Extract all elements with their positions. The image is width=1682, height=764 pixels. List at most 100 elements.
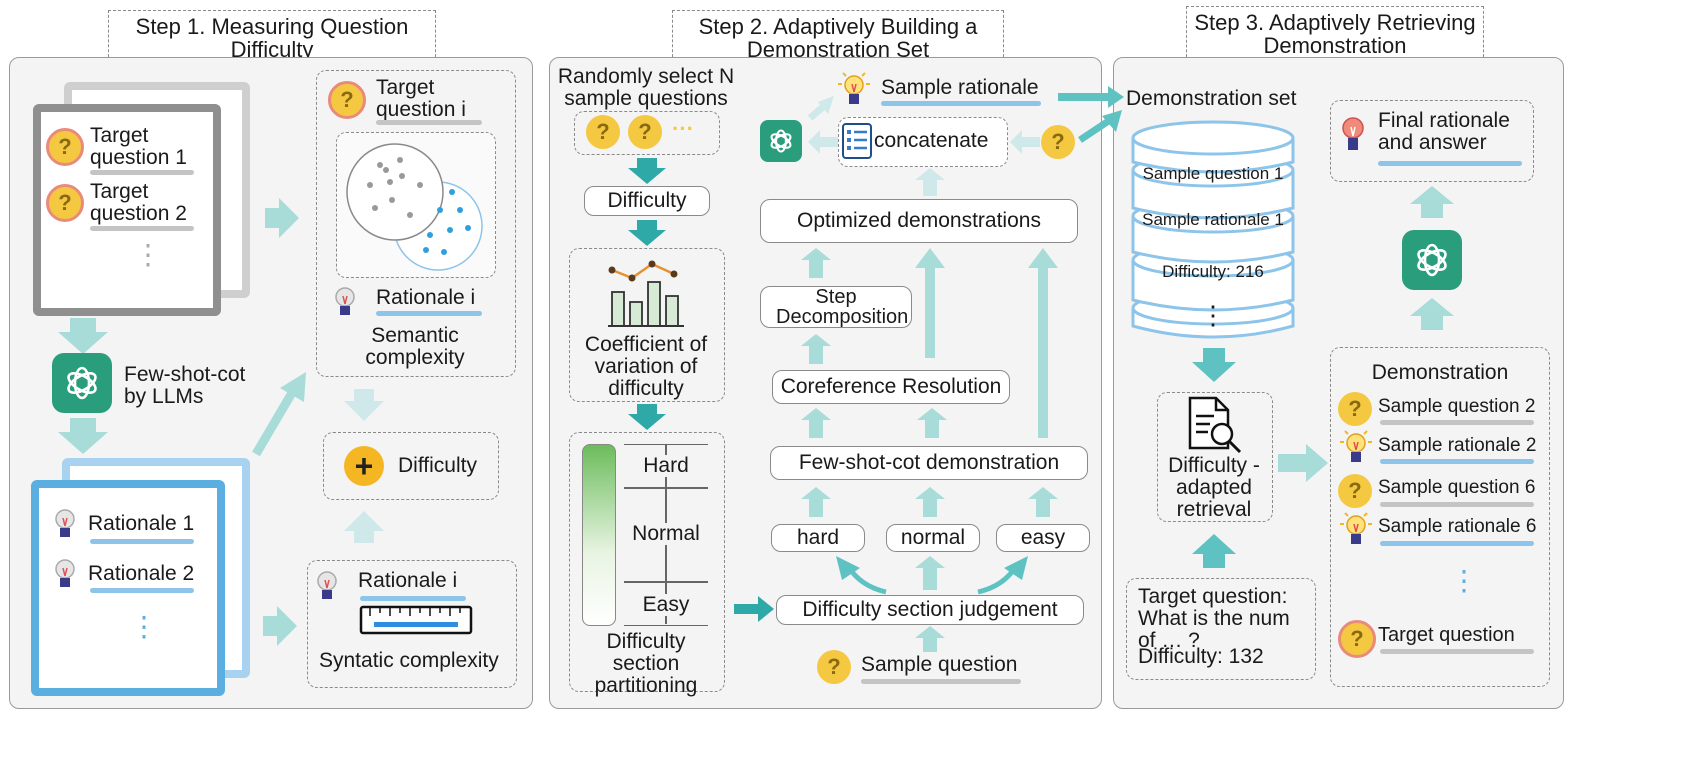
question-icon: ?: [328, 81, 366, 119]
lightbulb-icon: [1340, 512, 1372, 544]
up-arrow-icon: [915, 168, 945, 196]
target-question-1: Target question 1: [90, 124, 187, 169]
demo-sample-rationale-2: Sample rationale 2: [1378, 435, 1537, 456]
target-question-i: Target question i: [376, 76, 466, 121]
chart-icon: [608, 260, 684, 327]
demo-sample-question-6: Sample question 6: [1378, 477, 1536, 498]
lightbulb-icon: [335, 287, 355, 315]
question-icon: ?: [628, 115, 662, 149]
ruler-icon: [359, 605, 473, 635]
down-arrow-icon: [628, 158, 666, 184]
easy-label: Easy: [624, 594, 708, 616]
left-arrow-icon: [1010, 130, 1040, 154]
concatenate-label: concatenate: [874, 129, 989, 152]
up-arrow-icon: [801, 248, 831, 278]
lightbulb-icon: [55, 559, 75, 587]
difficulty-label: Difficulty: [398, 454, 477, 477]
down-arrow-icon: [628, 404, 666, 430]
right-arrow-icon: [734, 596, 774, 622]
coref-box: Coreference Resolution: [772, 370, 1010, 404]
db-sample-rationale-1: Sample rationale 1: [1142, 210, 1284, 229]
up-arrow-icon: [344, 511, 384, 543]
demo-target-question: Target question: [1378, 624, 1515, 646]
target-question-2: Target question 2: [90, 180, 187, 225]
right-arrow-icon: [263, 606, 297, 646]
ellipsis-dots: ⋮: [134, 239, 162, 270]
db-ellipsis: ⋮: [1200, 300, 1226, 330]
step-decomposition-box: Step Decomposition: [760, 286, 912, 328]
difficulty-gradient-bar: [582, 444, 616, 626]
blue-bar: [376, 311, 482, 316]
chatgpt-logo-icon: [52, 353, 112, 413]
target-question-box: [1126, 578, 1316, 680]
left-arrow-icon: [808, 130, 838, 154]
gray-bar: [376, 120, 482, 125]
up-arrow-icon: [1410, 186, 1454, 218]
judgement-box: Difficulty section judgement: [776, 595, 1084, 625]
lightbulb-icon: [317, 571, 337, 599]
question-icon: ?: [586, 115, 620, 149]
diagonal-arrow-icon: [807, 96, 834, 121]
demo-sample-question-2: Sample question 2: [1378, 396, 1536, 417]
list-icon: [842, 123, 872, 159]
final-rationale-label: Final rationale and answer: [1378, 109, 1510, 154]
blue-bar: [90, 588, 194, 593]
up-arrow-icon: [801, 334, 831, 364]
db-sample-question-1: Sample question 1: [1142, 164, 1284, 183]
blue-bar: [90, 539, 194, 544]
demo-ellipsis: ⋮: [1450, 565, 1478, 596]
target-question-text: Target question: What is the num of … ?: [1138, 585, 1290, 652]
semantic-circles-icon: [346, 143, 483, 271]
gray-bar: [1380, 502, 1534, 507]
ellipsis-dots: ···: [672, 116, 694, 141]
right-arrow-icon: [265, 198, 299, 238]
blue-bar: [1380, 541, 1534, 546]
curved-arrow-icon: [836, 556, 887, 595]
cv-label: Coefficient of variation of difficulty: [584, 333, 708, 400]
normal-label: Normal: [624, 523, 708, 545]
gray-bar: [90, 170, 194, 175]
difficulty-box: Difficulty: [584, 186, 710, 216]
normal-box: normal: [886, 524, 980, 552]
demonstration-title: Demonstration: [1371, 361, 1509, 384]
question-icon: ?: [1041, 125, 1075, 159]
long-up-arrow-icon: [915, 248, 945, 358]
target-difficulty-text: Difficulty: 132: [1138, 645, 1264, 668]
rationale-i: Rationale i: [376, 286, 476, 309]
blue-bar: [881, 101, 1041, 106]
down-arrow-icon: [58, 418, 108, 454]
up-arrow-icon: [917, 408, 947, 438]
question-icon: ?: [46, 128, 84, 166]
question-icon: ?: [1338, 620, 1376, 658]
document-search-icon: [1188, 396, 1242, 454]
down-arrow-icon: [1192, 348, 1236, 382]
lightbulb-icon: [1342, 117, 1364, 150]
database-icon: [1131, 120, 1295, 339]
up-arrow-icon: [1410, 298, 1454, 330]
semantic-complexity-label: Semantic complexity: [365, 324, 465, 369]
curved-arrow-icon: [977, 556, 1028, 595]
fewshot-label: Few-shot-cot by LLMs: [124, 363, 246, 408]
plus-icon: +: [344, 446, 384, 486]
down-arrow-icon: [344, 389, 384, 421]
demo-sample-rationale-6: Sample rationale 6: [1378, 516, 1537, 537]
gray-bar: [1380, 420, 1534, 425]
blue-bar: [1378, 161, 1522, 166]
step2-title: Step 2. Adaptively Building a Demonstrat…: [672, 10, 1004, 62]
ellipsis-dots: ⋮: [130, 611, 158, 642]
up-arrow-icon: [915, 487, 945, 517]
gray-bar: [861, 679, 1021, 684]
step3-title: Step 3. Adaptively Retrieving Demonstrat…: [1186, 6, 1484, 62]
right-arrow-icon: [1278, 444, 1328, 482]
question-icon: ?: [1338, 392, 1372, 426]
right-arrow-icon: [1058, 86, 1124, 108]
rationale-1: Rationale 1: [88, 512, 195, 535]
up-arrow-icon: [801, 487, 831, 517]
question-icon: ?: [1338, 474, 1372, 508]
optimized-box: Optimized demonstrations: [760, 199, 1078, 243]
random-select-label: Randomly select N sample questions: [557, 65, 735, 110]
final-answer-box: [1330, 100, 1534, 182]
down-arrow-icon: [628, 220, 666, 246]
lightbulb-icon: [838, 72, 870, 104]
up-arrow-icon: [1192, 534, 1236, 568]
